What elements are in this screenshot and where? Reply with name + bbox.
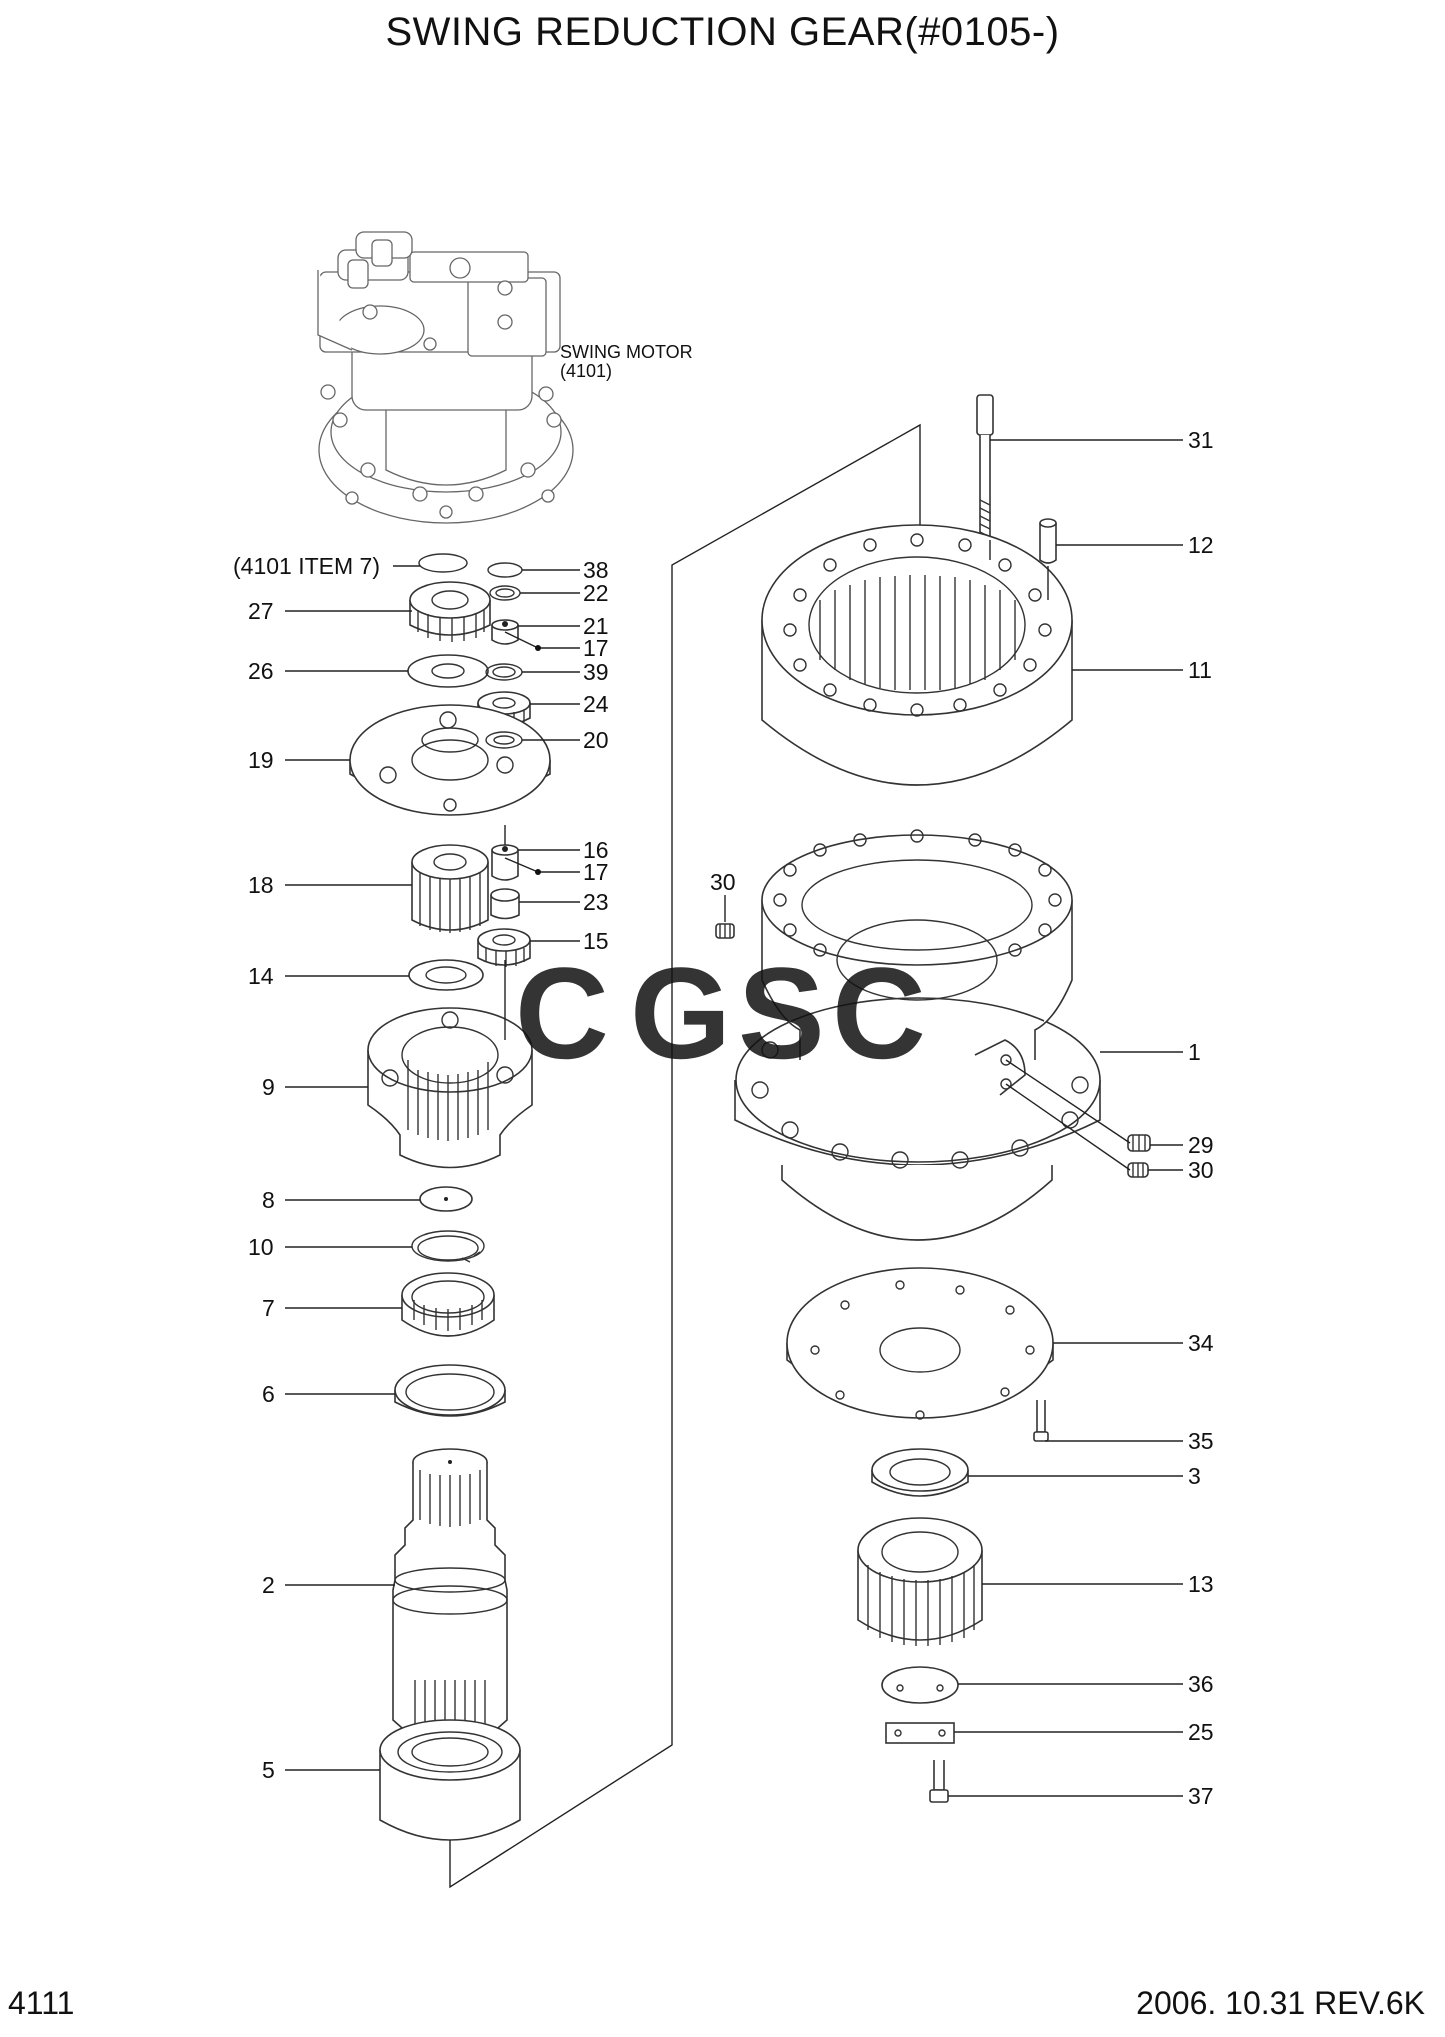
callout-2: 2 [262, 1572, 275, 1598]
part-30-plug-lower [1127, 1162, 1149, 1178]
part-1-housing [734, 829, 1101, 1241]
callout-20: 20 [583, 727, 609, 753]
part-36-plate [881, 1666, 959, 1704]
part-10-snap-ring [411, 1230, 485, 1262]
callout-31: 31 [1188, 427, 1214, 453]
part-37-bolt [929, 1760, 949, 1803]
callout-14: 14 [248, 963, 274, 989]
part-6-seal [394, 1364, 506, 1417]
part-19-carrier [349, 704, 551, 816]
part-7-bearing [401, 1272, 495, 1337]
watermark-letter: G [630, 940, 731, 1086]
callout-30b: 30 [1188, 1157, 1214, 1183]
part-9-carrier [367, 1007, 533, 1169]
callout-17: 17 [583, 635, 609, 661]
diagram-title: SWING REDUCTION GEAR(#0105-) [385, 10, 1060, 54]
part-29-plug [1127, 1134, 1151, 1152]
part-22-washer [489, 585, 521, 601]
callout-22: 22 [583, 580, 609, 606]
callout-7: 7 [262, 1295, 275, 1321]
callout-12: 12 [1188, 532, 1214, 558]
swing-motor-label: SWING MOTOR [560, 342, 693, 362]
part-3-seal [871, 1448, 969, 1497]
callout-13: 13 [1188, 1571, 1214, 1597]
ref-item-label: (4101 ITEM 7) [233, 553, 380, 579]
callout-23: 23 [583, 889, 609, 915]
callout-1: 1 [1188, 1039, 1201, 1065]
callout-21: 21 [583, 613, 609, 639]
part-13-pinion [857, 1517, 983, 1646]
callout-29: 29 [1188, 1132, 1214, 1158]
leader-lines [285, 439, 1183, 1797]
callout-26: 26 [248, 658, 274, 684]
revision-date: 2006. 10.31 REV.6K [1136, 1985, 1425, 2021]
part-31-bolt [976, 394, 994, 541]
part-27-gear [409, 581, 491, 642]
part-30-plug [715, 923, 735, 939]
callout-36: 36 [1188, 1671, 1214, 1697]
part-18-gear [411, 844, 489, 933]
callout-16: 16 [583, 837, 609, 863]
callout-10: 10 [248, 1234, 274, 1260]
callout-15: 15 [583, 928, 609, 954]
callout-38: 38 [583, 557, 609, 583]
part-14-washer [408, 959, 484, 991]
callout-18: 18 [248, 872, 274, 898]
part-15-gear [477, 928, 531, 967]
callout-35: 35 [1188, 1428, 1214, 1454]
callout-8: 8 [262, 1187, 275, 1213]
callout-37: 37 [1188, 1783, 1214, 1809]
watermark-letter: S [738, 940, 825, 1086]
part-26-washer [407, 654, 489, 688]
callout-24: 24 [583, 691, 609, 717]
cgsc-watermark: C G S C [515, 940, 926, 1086]
callout-25: 25 [1188, 1719, 1214, 1745]
callout-27: 27 [248, 598, 274, 624]
callout-39: 39 [583, 659, 609, 685]
callout-11: 11 [1188, 657, 1212, 683]
part-38-ring [487, 562, 523, 578]
watermark-letter: C [515, 940, 609, 1086]
callout-6: 6 [262, 1381, 275, 1407]
part-34-cover [786, 1267, 1054, 1420]
callout-34: 34 [1188, 1330, 1214, 1356]
callout-5: 5 [262, 1757, 275, 1783]
callout-30: 30 [710, 869, 736, 895]
swing-motor-ref: (4101) [560, 361, 612, 381]
part-25-lockplate [885, 1722, 955, 1744]
swing-motor-drawing [317, 231, 574, 524]
part-11-ring-gear [761, 524, 1073, 786]
part-12-pin [1039, 518, 1057, 564]
callout-3: 3 [1188, 1463, 1201, 1489]
callout-9: 9 [262, 1074, 275, 1100]
snap-ring-ref [418, 553, 468, 573]
callout-17b: 17 [583, 859, 609, 885]
watermark-letter: C [832, 940, 926, 1086]
callout-19: 19 [248, 747, 274, 773]
part-5-bearing [379, 1719, 521, 1841]
part-2-shaft [392, 1448, 508, 1801]
page-number: 4111 [8, 1985, 75, 2021]
part-35-bolt [1033, 1400, 1049, 1442]
part-16-pin [491, 850, 519, 881]
assembly-boundary [449, 423, 921, 1889]
